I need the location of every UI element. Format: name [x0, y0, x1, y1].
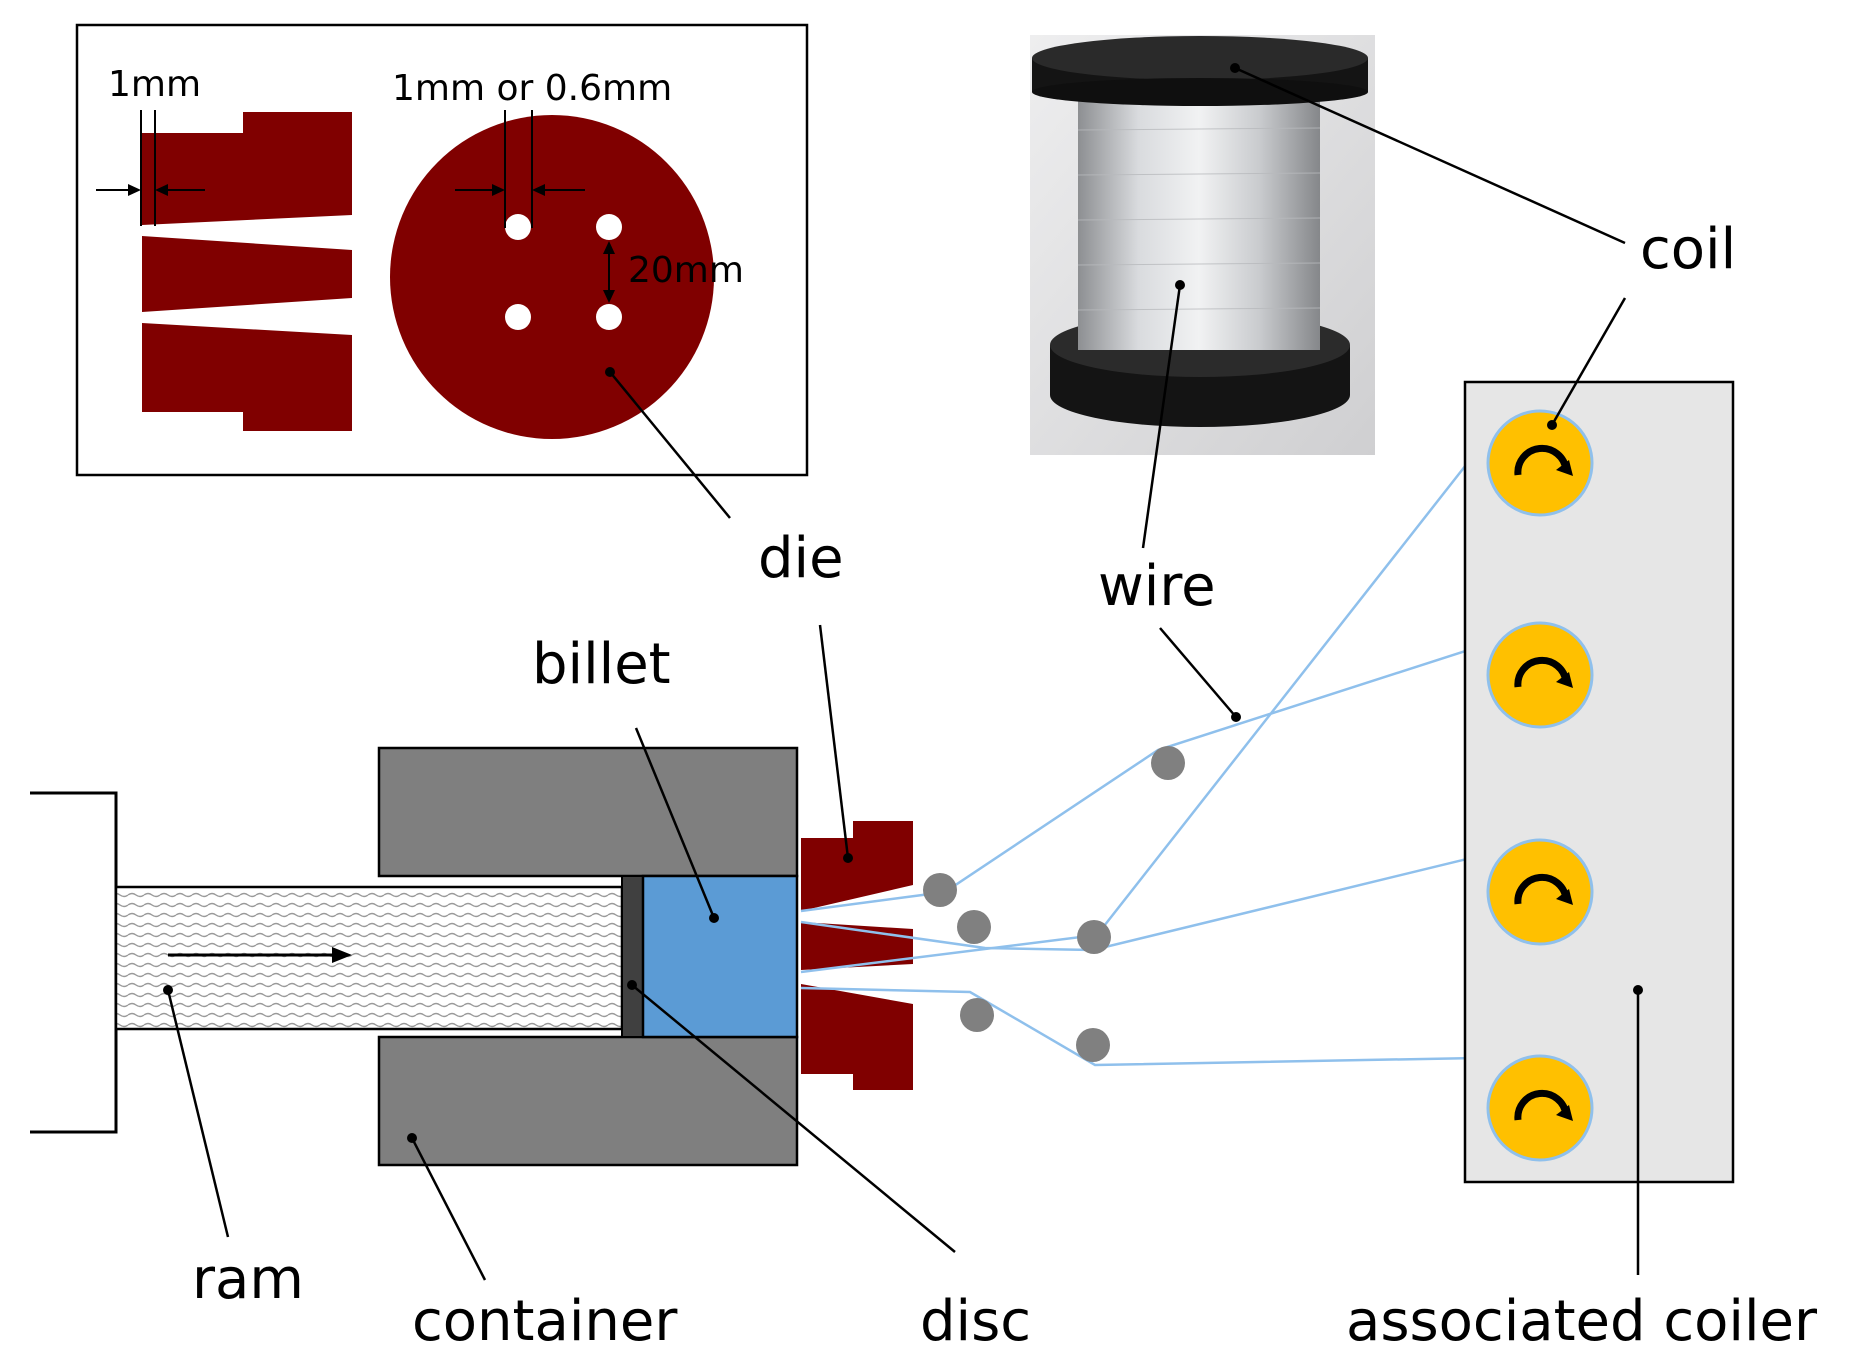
ram-label: ram — [192, 1247, 304, 1312]
die-hole — [505, 214, 531, 240]
hole-spacing-label: 20mm — [628, 250, 744, 291]
die-inset-panel: 1mm 1mm or 0.6mm 20mm — [75, 23, 809, 477]
container — [377, 746, 799, 1167]
roller — [1077, 920, 1111, 954]
ram-direction-arrow-icon — [332, 947, 352, 963]
die-label: die — [758, 526, 844, 591]
wires — [800, 427, 1546, 1067]
wire-label: wire — [1098, 554, 1216, 619]
slot-width-dimension: 1mm — [96, 64, 205, 226]
clockwise-arrow-icon — [1514, 1089, 1570, 1121]
coil — [1486, 838, 1594, 946]
die-section-side-view — [142, 112, 352, 431]
coil — [1486, 1054, 1594, 1162]
die — [801, 821, 913, 1090]
coil — [1486, 621, 1594, 729]
disc — [621, 875, 644, 1038]
roller — [1151, 746, 1185, 780]
hole-spacing-dimension: 20mm — [603, 241, 744, 303]
die-hole — [596, 304, 622, 330]
coil — [1486, 409, 1594, 517]
leader-lines — [163, 63, 1643, 1281]
hole-diameter-label: 1mm or 0.6mm — [392, 68, 672, 109]
disc-label: disc — [920, 1289, 1031, 1354]
container-label: container — [412, 1289, 678, 1354]
roller — [923, 873, 957, 907]
guide-rollers — [923, 746, 1185, 1062]
clockwise-arrow-icon — [1514, 656, 1570, 688]
coil-label: coil — [1640, 217, 1736, 282]
slot-width-label: 1mm — [108, 64, 201, 105]
associated-coiler — [1463, 380, 1735, 1184]
roller — [960, 998, 994, 1032]
clockwise-arrow-icon — [1514, 444, 1570, 476]
clockwise-arrow-icon — [1514, 873, 1570, 905]
billet — [641, 874, 799, 1039]
die-face-front-view — [390, 115, 714, 439]
roller — [1076, 1028, 1110, 1062]
die-hole — [505, 304, 531, 330]
wire-spool-photo — [1030, 35, 1375, 455]
die-hole — [596, 214, 622, 240]
roller — [957, 910, 991, 944]
ram — [114, 885, 624, 1031]
hole-diameter-dimension: 1mm or 0.6mm — [392, 68, 672, 228]
billet-label: billet — [532, 632, 671, 697]
associated-coiler-label: associated coiler — [1346, 1289, 1818, 1354]
press-frame — [30, 791, 118, 1134]
